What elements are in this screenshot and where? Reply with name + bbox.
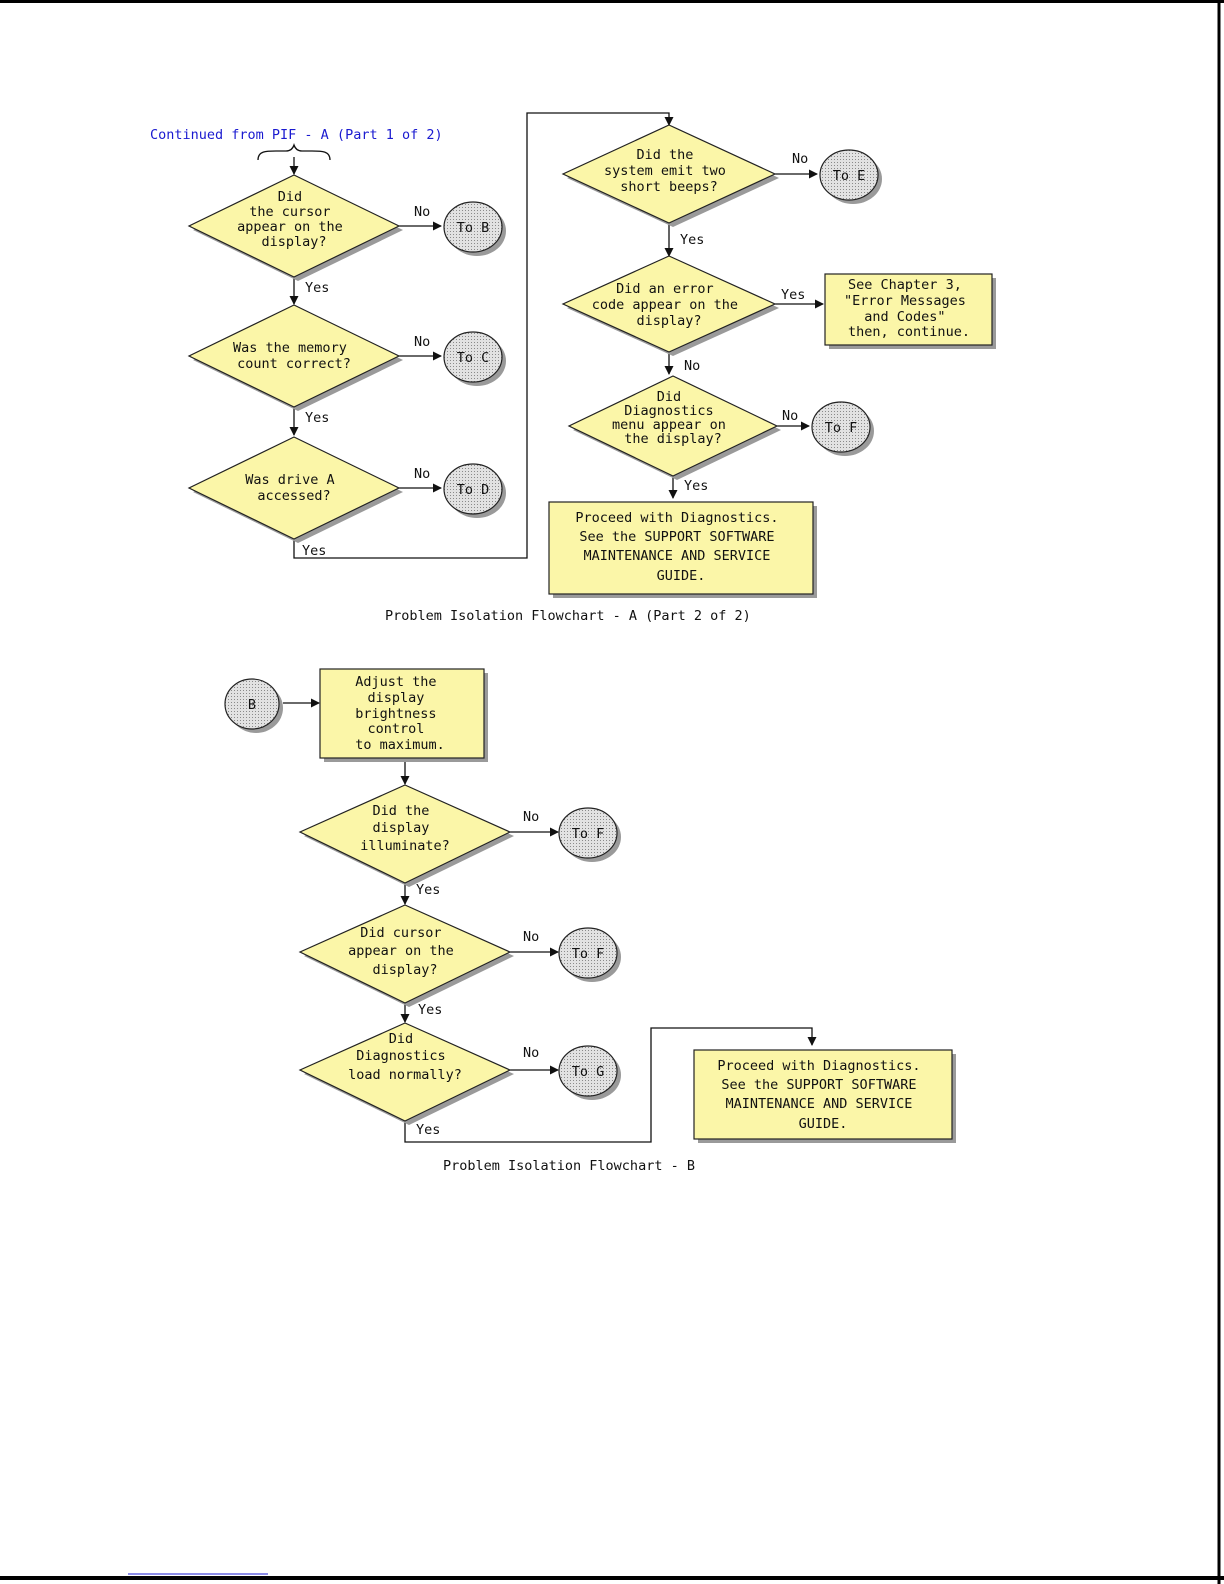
decision-text: Did the cursor appear on the display?	[237, 189, 351, 250]
decision-error-code: Did an error code appear on the display?	[561, 255, 779, 356]
decision-display-illuminate: Did the display illuminate?	[298, 784, 514, 887]
continued-brace	[257, 142, 331, 161]
proceed-text: Proceed with Diagnostics. See the SUPPOR…	[575, 510, 786, 584]
caption-flowchart-a: Problem Isolation Flowchart - A (Part 2 …	[385, 608, 751, 624]
label-yes: Yes	[305, 280, 329, 296]
decision-text: Did Diagnostics load normally?	[348, 1031, 462, 1083]
label-no: No	[414, 204, 430, 220]
decision-cursor-appear: Did the cursor appear on the display?	[187, 174, 403, 281]
decision-two-beeps: Did the system emit two short beeps?	[561, 124, 779, 227]
label-no: No	[792, 151, 808, 167]
decision-memory-count: Was the memory count correct?	[187, 304, 403, 411]
svg-text:To E: To E	[833, 168, 866, 184]
svg-text:To F: To F	[572, 826, 605, 842]
label-yes: Yes	[684, 478, 708, 494]
arrow-q3-to-proceed	[404, 1027, 817, 1143]
proceed-box-a: Proceed with Diagnostics. See the SUPPOR…	[548, 501, 817, 598]
label-yes: Yes	[416, 882, 440, 898]
svg-text:To B: To B	[457, 220, 490, 236]
label-yes: Yes	[302, 543, 326, 559]
note-chapter-3: See Chapter 3, "Error Messages and Codes…	[824, 273, 996, 349]
caption-flowchart-b: Problem Isolation Flowchart - B	[443, 1158, 695, 1174]
connector-to-g: To G	[558, 1045, 621, 1100]
decision-cursor-appear-b: Did cursor appear on the display?	[298, 904, 514, 1007]
decision-text: Did the display illuminate?	[360, 803, 449, 854]
label-yes: Yes	[781, 287, 805, 303]
decision-text: Was drive A accessed?	[245, 472, 343, 504]
connector-start-b: B	[224, 678, 283, 733]
label-yes: Yes	[305, 410, 329, 426]
label-no: No	[523, 929, 539, 945]
decision-text: Did cursor appear on the display?	[348, 925, 462, 978]
svg-text:To G: To G	[572, 1064, 605, 1080]
decision-text: Did the system emit two short beeps?	[604, 147, 734, 195]
decision-diagnostics-load: Did Diagnostics load normally?	[298, 1022, 514, 1125]
svg-text:To F: To F	[572, 946, 605, 962]
process-adjust-brightness: Adjust the display brightness control to…	[319, 668, 488, 762]
label-yes: Yes	[416, 1122, 440, 1138]
note-text: See Chapter 3, "Error Messages and Codes…	[844, 277, 974, 340]
process-text: Adjust the display brightness control to…	[355, 674, 444, 753]
continued-label: Continued from PIF - A (Part 1 of 2)	[150, 127, 443, 143]
label-yes: Yes	[418, 1002, 442, 1018]
flowchart-b: No Yes No Yes No Yes B Adjust the displa…	[224, 668, 956, 1174]
label-no: No	[782, 408, 798, 424]
decision-text: Did an error code appear on the display?	[592, 281, 746, 329]
connector-to-d: To D	[443, 463, 506, 518]
label-no: No	[414, 334, 430, 350]
svg-text:B: B	[248, 697, 256, 713]
decision-text: Did Diagnostics menu appear on the displ…	[612, 389, 734, 447]
label-no: No	[684, 358, 700, 374]
decision-text: Was the memory count correct?	[233, 340, 355, 372]
svg-text:To C: To C	[457, 350, 490, 366]
label-yes: Yes	[680, 232, 704, 248]
decision-diagnostics-menu: Did Diagnostics menu appear on the displ…	[567, 375, 781, 480]
connector-to-f: To F	[811, 401, 874, 456]
connector-to-f: To F	[558, 807, 621, 862]
proceed-text: Proceed with Diagnostics. See the SUPPOR…	[717, 1058, 928, 1132]
flowchart-a: Continued from PIF - A (Part 1 of 2) No …	[150, 112, 996, 624]
label-no: No	[523, 809, 539, 825]
connector-to-f: To F	[558, 927, 621, 982]
svg-text:To D: To D	[457, 482, 490, 498]
connector-to-e: To E	[819, 149, 882, 204]
label-no: No	[523, 1045, 539, 1061]
connector-to-b: To B	[443, 201, 506, 256]
decision-drive-a: Was drive A accessed?	[187, 436, 403, 543]
label-no: No	[414, 466, 430, 482]
proceed-box-b: Proceed with Diagnostics. See the SUPPOR…	[693, 1049, 956, 1143]
connector-to-c: To C	[443, 331, 506, 386]
arrow-q3-to-q4	[293, 112, 674, 559]
svg-text:To F: To F	[825, 420, 858, 436]
